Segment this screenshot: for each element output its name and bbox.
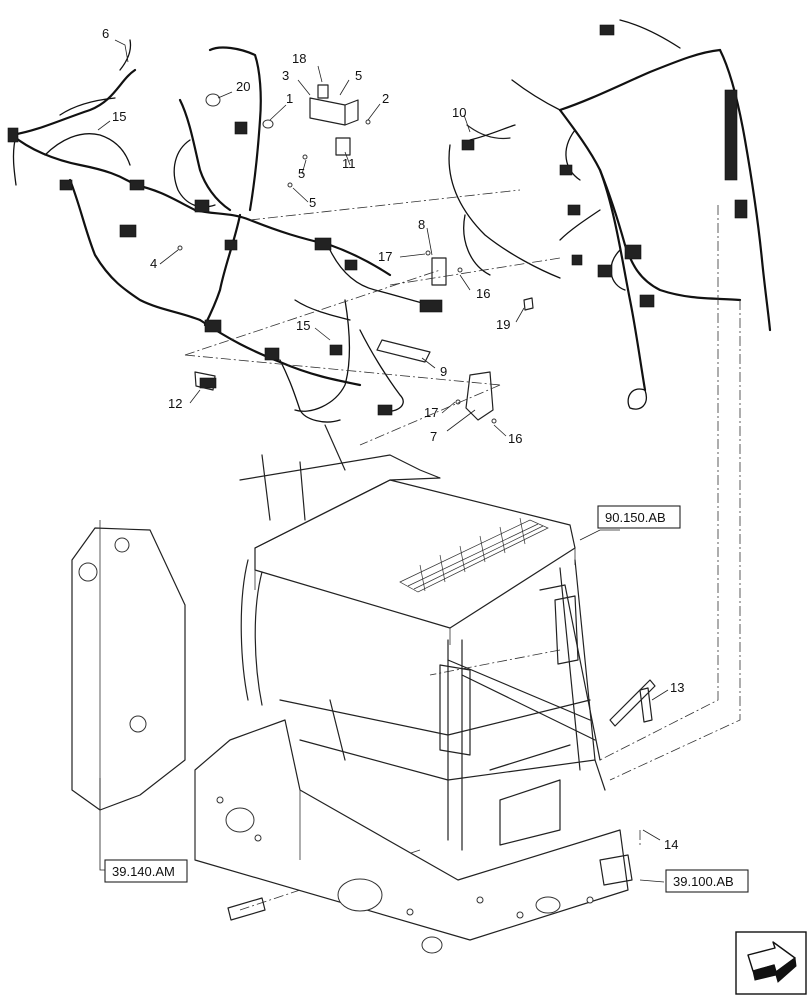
callout-5a: 5 (355, 68, 362, 83)
callout-10: 10 (452, 105, 466, 120)
next-page-arrow-icon[interactable] (735, 931, 807, 995)
lower-frame (194, 719, 629, 941)
reference-boxes: 90.150.AB 39.140.AM 39.100.AB (104, 505, 749, 893)
ref-label-frame: 39.100.AB (673, 874, 734, 889)
callout-15a: 15 (112, 109, 126, 124)
callout-14: 14 (664, 837, 678, 852)
callout-16a: 16 (476, 286, 490, 301)
callout-11: 11 (342, 156, 356, 171)
callout-5c: 5 (309, 195, 316, 210)
roof-grille (399, 517, 549, 593)
callout-2: 2 (382, 91, 389, 106)
cab-assembly (71, 424, 656, 954)
ref-box-frame[interactable] (665, 869, 749, 893)
ref-box-left-panel[interactable] (104, 859, 188, 883)
callout-18: 18 (292, 51, 306, 66)
callout-20: 20 (236, 79, 250, 94)
callout-17b: 17 (424, 405, 438, 420)
callout-6: 6 (102, 26, 109, 41)
callout-17a: 17 (378, 249, 392, 264)
callout-4: 4 (150, 256, 157, 271)
callout-3: 3 (282, 68, 289, 83)
callout-1: 1 (286, 91, 293, 106)
callout-7: 7 (430, 429, 437, 444)
callout-15b: 15 (296, 318, 310, 333)
callout-13: 13 (670, 680, 684, 695)
ref-label-cab: 90.150.AB (605, 510, 666, 525)
loose-hardware (177, 84, 534, 424)
callout-8: 8 (418, 217, 425, 232)
callout-5b: 5 (298, 166, 305, 181)
main-harness (7, 39, 443, 423)
callout-19: 19 (496, 317, 510, 332)
ref-box-cab[interactable] (597, 505, 681, 529)
callout-12: 12 (168, 396, 182, 411)
callout-9: 9 (440, 364, 447, 379)
callout-16b: 16 (508, 431, 522, 446)
roof-harness (448, 19, 772, 410)
leader-lines (97, 39, 669, 883)
callouts: 6 20 18 3 5 1 2 15 11 5 5 4 10 8 17 16 1… (102, 26, 684, 852)
ref-label-left-panel: 39.140.AM (112, 864, 175, 879)
